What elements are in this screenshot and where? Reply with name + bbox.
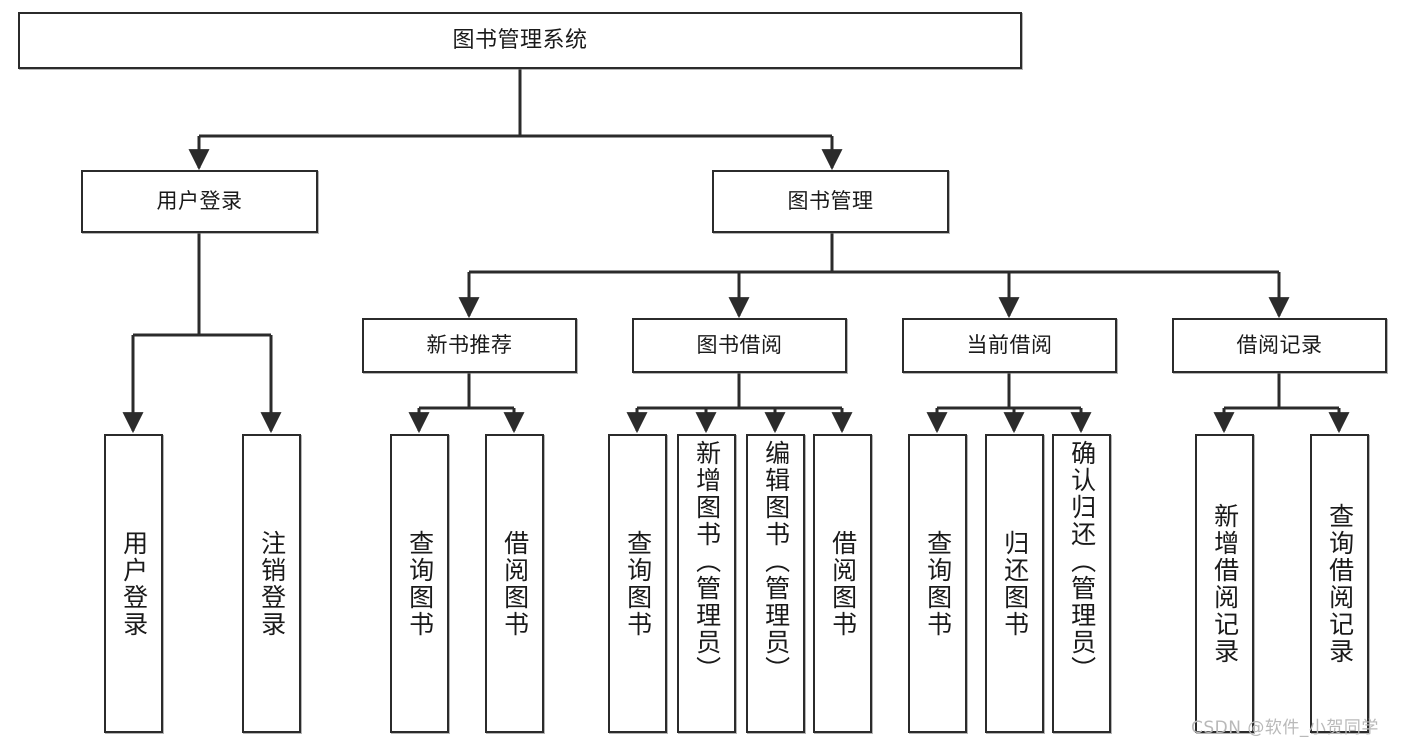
node-leaf-add-book[interactable]: 新增图书（管理员） <box>677 434 736 733</box>
node-leaf-user-login[interactable]: 用户登录 <box>104 434 163 733</box>
node-leaf-user-logout-label: 注销登录 <box>257 529 287 638</box>
node-user-login[interactable]: 用户登录 <box>81 170 318 233</box>
node-leaf-query-book-3-label: 查询图书 <box>923 529 953 638</box>
node-borrow-record[interactable]: 借阅记录 <box>1172 318 1387 373</box>
node-leaf-add-record[interactable]: 新增借阅记录 <box>1195 434 1254 733</box>
node-book-borrow[interactable]: 图书借阅 <box>632 318 847 373</box>
node-leaf-add-record-label: 新增借阅记录 <box>1210 502 1240 665</box>
node-leaf-query-record-label: 查询借阅记录 <box>1325 502 1355 665</box>
node-leaf-borrow-book-1-label: 借阅图书 <box>500 529 530 638</box>
node-root[interactable]: 图书管理系统 <box>18 12 1022 69</box>
node-leaf-user-login-label: 用户登录 <box>119 529 149 638</box>
node-leaf-edit-book[interactable]: 编辑图书（管理员） <box>746 434 805 733</box>
node-leaf-query-book-1-label: 查询图书 <box>405 529 435 638</box>
node-leaf-borrow-book-2[interactable]: 借阅图书 <box>813 434 872 733</box>
node-leaf-query-record[interactable]: 查询借阅记录 <box>1310 434 1369 733</box>
node-root-label: 图书管理系统 <box>452 27 588 53</box>
node-leaf-return-book[interactable]: 归还图书 <box>985 434 1044 733</box>
node-user-login-label: 用户登录 <box>156 189 243 214</box>
node-current-borrow-label: 当前借阅 <box>966 333 1053 358</box>
node-leaf-borrow-book-2-label: 借阅图书 <box>828 529 858 638</box>
node-book-manage-label: 图书管理 <box>787 189 874 214</box>
node-book-borrow-label: 图书借阅 <box>696 333 783 358</box>
node-leaf-query-book-2[interactable]: 查询图书 <box>608 434 667 733</box>
node-leaf-query-book-1[interactable]: 查询图书 <box>390 434 449 733</box>
node-leaf-confirm-return-label: 确认归还（管理员） <box>1067 440 1097 683</box>
node-leaf-query-book-3[interactable]: 查询图书 <box>908 434 967 733</box>
node-new-book-recommend-label: 新书推荐 <box>426 333 513 358</box>
node-leaf-query-book-2-label: 查询图书 <box>623 529 653 638</box>
node-current-borrow[interactable]: 当前借阅 <box>902 318 1117 373</box>
node-leaf-confirm-return[interactable]: 确认归还（管理员） <box>1052 434 1111 733</box>
node-borrow-record-label: 借阅记录 <box>1236 333 1323 358</box>
node-leaf-edit-book-label: 编辑图书（管理员） <box>761 440 791 683</box>
node-leaf-user-logout[interactable]: 注销登录 <box>242 434 301 733</box>
node-leaf-add-book-label: 新增图书（管理员） <box>692 440 722 683</box>
node-new-book-recommend[interactable]: 新书推荐 <box>362 318 577 373</box>
csdn-watermark: CSDN @软件_小贺同学 <box>1191 718 1379 738</box>
node-book-manage[interactable]: 图书管理 <box>712 170 949 233</box>
node-leaf-return-book-label: 归还图书 <box>1000 529 1030 638</box>
node-leaf-borrow-book-1[interactable]: 借阅图书 <box>485 434 544 733</box>
